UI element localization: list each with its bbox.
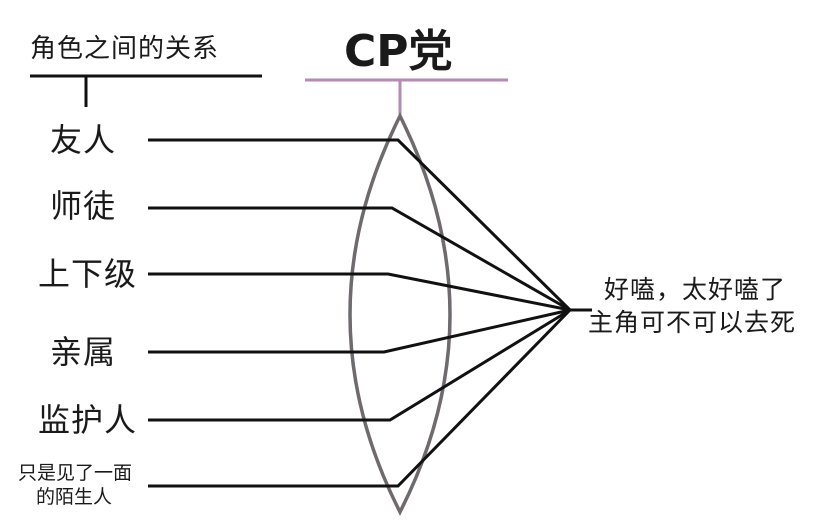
conclusion-line2: 主角可不可以去死 — [588, 307, 797, 337]
relation-label-friends: 友人 — [50, 121, 117, 159]
line-superior — [148, 272, 571, 312]
relation-label-relatives: 亲属 — [50, 333, 117, 371]
relation-label-strangers: 只是见了一面 的陌生人 — [18, 462, 158, 510]
cp-lens — [348, 112, 452, 516]
conclusion-line1: 好嗑，太好嗑了 — [604, 275, 787, 304]
line-friends — [148, 138, 572, 312]
line-mentor — [148, 206, 571, 312]
left-header-title: 角色之间的关系 — [30, 34, 220, 64]
line-guardian — [148, 308, 571, 422]
relation-label-superior: 上下级 — [38, 255, 138, 293]
conclusion-text: 好嗑，太好嗑了 主角可不可以去死 — [588, 274, 796, 339]
cp-header-title: CP党 — [344, 26, 453, 77]
relation-lines — [148, 138, 572, 488]
relation-label-guardian: 监护人 — [38, 401, 138, 439]
relation-label-strangers-line2: 的陌生人 — [36, 485, 113, 508]
line-strangers — [148, 308, 572, 488]
line-relatives — [148, 308, 571, 354]
relation-label-strangers-line1: 只是见了一面 — [18, 462, 133, 484]
relation-label-mentor: 师徒 — [50, 187, 117, 225]
